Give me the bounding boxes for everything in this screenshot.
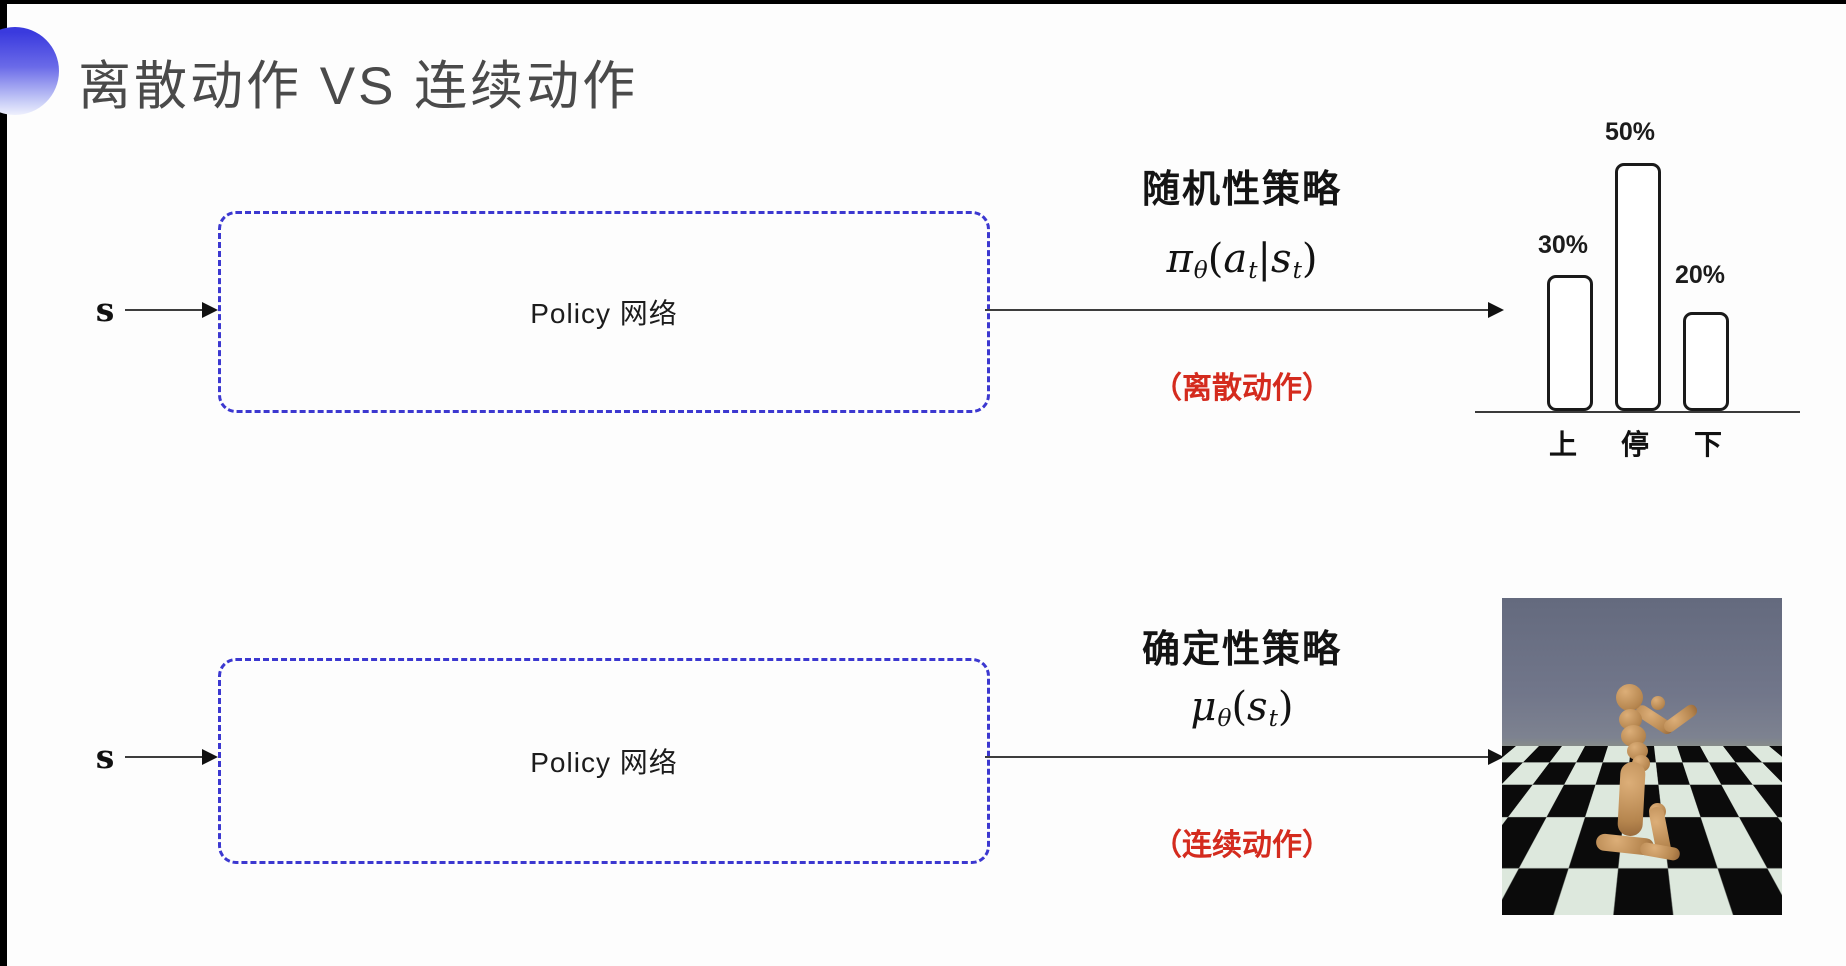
humanoid-abdomen — [1621, 725, 1646, 747]
humanoid-thigh — [1617, 761, 1646, 837]
bar-category-label: 上 — [1548, 429, 1577, 460]
stochastic-policy-formula: πθ(at|st) — [1092, 236, 1392, 284]
formula-t-sub: t — [1268, 705, 1278, 733]
bar-value-label: 50% — [1604, 118, 1656, 146]
output-arrow-top — [985, 309, 1489, 311]
policy-network-box-bottom: Policy 网络 — [218, 658, 990, 864]
output-arrowhead-bottom — [1488, 749, 1504, 765]
title-bullet-sphere-icon — [0, 27, 59, 115]
humanoid-forearm — [1661, 702, 1700, 735]
input-arrow-bottom — [125, 756, 203, 758]
chart-baseline — [1475, 411, 1800, 413]
formula-bar: | — [1257, 236, 1272, 282]
humanoid-hand — [1651, 696, 1665, 710]
state-input-label-top: s — [95, 290, 115, 329]
continuous-action-note: （连续动作） — [1152, 829, 1332, 862]
formula-theta-sub: θ — [1193, 257, 1208, 285]
formula-pi: π — [1166, 236, 1193, 282]
stochastic-policy-title: 随机性策略 — [1141, 169, 1342, 211]
policy-network-label-bottom: Policy 网络 — [530, 747, 678, 778]
policy-network-label-top: Policy 网络 — [530, 298, 678, 329]
output-arrow-bottom — [985, 756, 1489, 758]
bar-category-label: 停 — [1620, 429, 1649, 460]
bar-up — [1547, 275, 1593, 411]
humanoid-head — [1616, 684, 1643, 711]
input-arrowhead-bottom — [202, 749, 218, 765]
bar-value-label: 20% — [1674, 261, 1726, 289]
input-arrow-top — [125, 309, 203, 311]
left-border — [0, 0, 7, 966]
formula-a: a — [1223, 236, 1248, 282]
formula-t-sub2: t — [1292, 257, 1302, 285]
formula-theta-sub: θ — [1217, 705, 1232, 733]
formula-open-paren: ( — [1207, 236, 1224, 282]
page-title: 离散动作 VS 连续动作 — [78, 57, 639, 116]
formula-s: s — [1271, 236, 1292, 282]
formula-t-sub: t — [1248, 257, 1258, 285]
formula-s: s — [1247, 684, 1268, 730]
state-input-label-bottom: s — [95, 737, 115, 776]
deterministic-policy-title: 确定性策略 — [1141, 629, 1342, 671]
formula-open-paren: ( — [1231, 684, 1248, 730]
output-arrowhead-top — [1488, 302, 1504, 318]
formula-mu: μ — [1190, 684, 1217, 730]
policy-network-box-top: Policy 网络 — [218, 211, 990, 413]
formula-close-paren: ) — [1301, 236, 1318, 282]
bar-category-label: 下 — [1693, 429, 1722, 460]
input-arrowhead-top — [202, 302, 218, 318]
humanoid-simulation-image — [1502, 598, 1782, 915]
bar-down — [1683, 312, 1729, 411]
deterministic-policy-formula: μθ(st) — [1092, 684, 1392, 732]
bar-value-label: 30% — [1537, 231, 1589, 259]
checkerboard-floor — [1502, 598, 1782, 746]
formula-close-paren: ) — [1277, 684, 1294, 730]
discrete-action-note: （离散动作） — [1152, 372, 1332, 405]
humanoid-chest — [1619, 709, 1642, 730]
action-probability-bar-chart: 30% 50% 20% 上 停 下 — [1475, 95, 1810, 465]
bar-stop — [1615, 163, 1661, 411]
top-border — [0, 0, 1846, 4]
